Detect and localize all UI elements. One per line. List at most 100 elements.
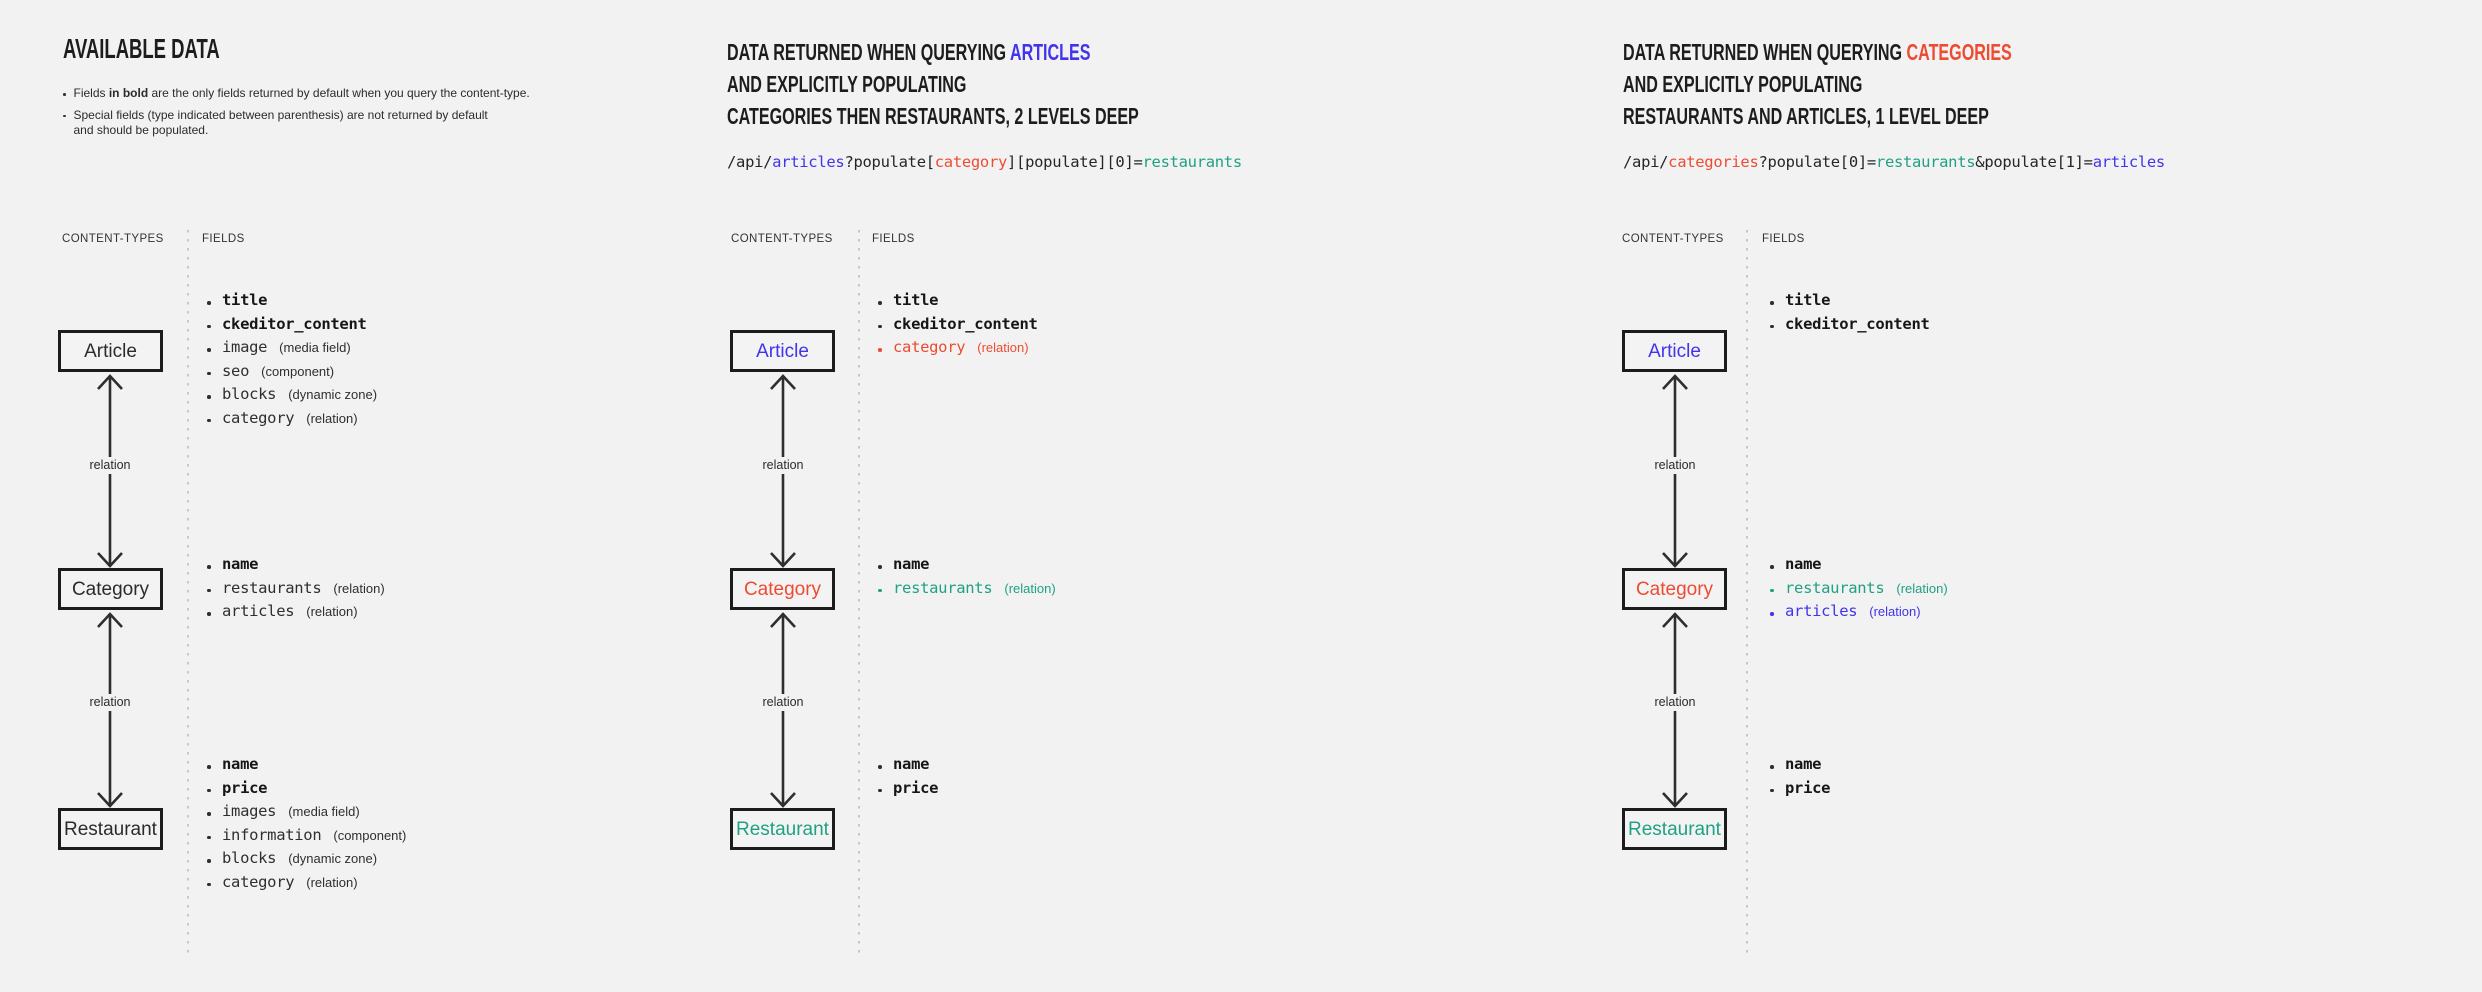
field-list-restaurant: name price (878, 755, 950, 802)
bullet-icon (207, 612, 211, 616)
url-segment: ][populate][0]= (1007, 153, 1143, 171)
field-name: image (222, 338, 268, 356)
box-label: Restaurant (1628, 818, 1721, 840)
box-label: Article (84, 340, 137, 362)
note-text-line: Special fields (type indicated between p… (73, 107, 488, 122)
heading-line: CATEGORIES THEN RESTAURANTS, 2 LEVELS DE… (727, 103, 1139, 129)
content-type-box-category: Category (730, 568, 835, 610)
field-name: articles (1785, 602, 1858, 620)
content-type-box-category: Category (1622, 568, 1727, 610)
field-list-category: name restaurants (relation) articles(rela… (1770, 555, 1948, 626)
field-list-article: title ckeditor_content image(media field… (207, 291, 379, 432)
api-url-articles: /api/articles?populate[category][populat… (727, 150, 1242, 174)
column-divider (1746, 230, 1748, 958)
url-segment: ?populate[ (844, 153, 935, 171)
available-data-title: AVAILABLE DATA (63, 34, 300, 64)
field-row: blocks(dynamic zone) (207, 849, 406, 873)
bullet-icon (207, 348, 211, 352)
field-row: name (1770, 555, 1948, 579)
field-row: image(media field) (207, 338, 379, 362)
legend-note-text: Special fields (type indicated between p… (74, 108, 488, 139)
bullet-icon (1770, 788, 1774, 792)
bullet-icon (1770, 301, 1774, 305)
url-segment: /api/ (1623, 153, 1669, 171)
field-row: price (878, 779, 950, 803)
bullet-icon (207, 812, 211, 816)
content-types-label: CONTENT-TYPES (731, 233, 833, 245)
field-name: restaurants (222, 578, 322, 597)
field-name: images (222, 802, 277, 820)
api-url-categories: /api/categories?populate[0]=restaurants&… (1623, 150, 2165, 174)
relation-label: relation (1650, 457, 1700, 474)
heading-line: DATA RETURNED WHEN QUERYING ARTICLES (727, 36, 1139, 68)
heading-highlight: CATEGORIES (1906, 39, 2012, 65)
bullet-icon (1770, 612, 1774, 616)
field-row: ckeditor_content (1770, 315, 1942, 339)
content-types-label: CONTENT-TYPES (1622, 233, 1724, 245)
content-type-box-article: Article (58, 330, 163, 372)
field-row: title (207, 291, 379, 315)
field-row: category(relation) (207, 409, 379, 433)
bullet-icon (207, 418, 211, 422)
field-row: price (1770, 779, 1842, 803)
available-data-title-text: AVAILABLE DATA (63, 33, 220, 64)
field-name: title (1785, 291, 1831, 309)
content-type-box-restaurant: Restaurant (1622, 808, 1727, 850)
field-name: category (222, 408, 295, 427)
field-name: name (1785, 555, 1822, 573)
content-type-box-restaurant: Restaurant (58, 808, 163, 850)
field-name: category (893, 338, 966, 356)
field-row: title (878, 291, 1050, 315)
bullet-icon (1770, 588, 1774, 592)
field-name: restaurants (1785, 578, 1885, 597)
field-name: blocks (222, 849, 277, 867)
url-segment-categories: categories (1668, 153, 1759, 171)
note-text-segment: are the only fields returned by default … (148, 86, 530, 100)
legend-note-text: Fields in bold are the only fields retur… (74, 86, 530, 102)
bullet-icon (207, 301, 211, 305)
field-name: name (222, 555, 259, 573)
url-segment-articles: articles (772, 153, 845, 171)
bullet-icon (207, 565, 211, 569)
heading-highlight: ARTICLES (1009, 39, 1091, 65)
field-row: name (207, 755, 406, 779)
bullet-icon (207, 835, 211, 839)
field-name: name (893, 755, 930, 773)
field-row: ckeditor_content (878, 315, 1050, 339)
field-type: (relation) (333, 580, 385, 596)
panel-heading-articles-query: DATA RETURNED WHEN QUERYING ARTICLES AND… (727, 36, 1139, 132)
content-type-box-restaurant: Restaurant (730, 808, 835, 850)
field-list-article: title ckeditor_content (1770, 291, 1942, 338)
bullet-icon (878, 765, 882, 769)
field-name: information (222, 825, 322, 844)
bullet-icon (207, 371, 211, 375)
field-row: articles(relation) (1770, 602, 1948, 626)
field-name: price (893, 778, 939, 797)
content-type-box-article: Article (1622, 330, 1727, 372)
heading-line: AND EXPLICITLY POPULATING (727, 71, 967, 97)
field-type: (relation) (1896, 580, 1948, 596)
field-name: articles (222, 602, 295, 620)
url-segment: /api/ (727, 153, 773, 171)
url-segment: &populate[1]= (1975, 153, 2093, 171)
field-list-category: name restaurants(relation) (878, 555, 1056, 602)
box-label: Category (743, 578, 822, 600)
box-label: Restaurant (736, 818, 829, 840)
bullet-icon (878, 324, 882, 328)
field-list-restaurant: name price images(media field) informati… (207, 755, 406, 896)
bullet-icon (207, 788, 211, 792)
field-name: category (222, 872, 295, 891)
field-name: ckeditor_content (893, 314, 1038, 333)
url-segment-restaurants: restaurants (1875, 153, 1976, 171)
box-label: Category (71, 578, 150, 600)
bullet-icon (1770, 565, 1774, 569)
field-row: seo(component) (207, 362, 379, 386)
relation-label: relation (758, 694, 808, 711)
box-label: Article (1648, 340, 1701, 362)
field-row: blocks(dynamic zone) (207, 385, 379, 409)
url-segment-category: category (934, 153, 1008, 171)
field-row: restaurants(relation) (878, 579, 1056, 603)
url-segment-articles: articles (2092, 153, 2166, 171)
field-row: name (1770, 755, 1842, 779)
